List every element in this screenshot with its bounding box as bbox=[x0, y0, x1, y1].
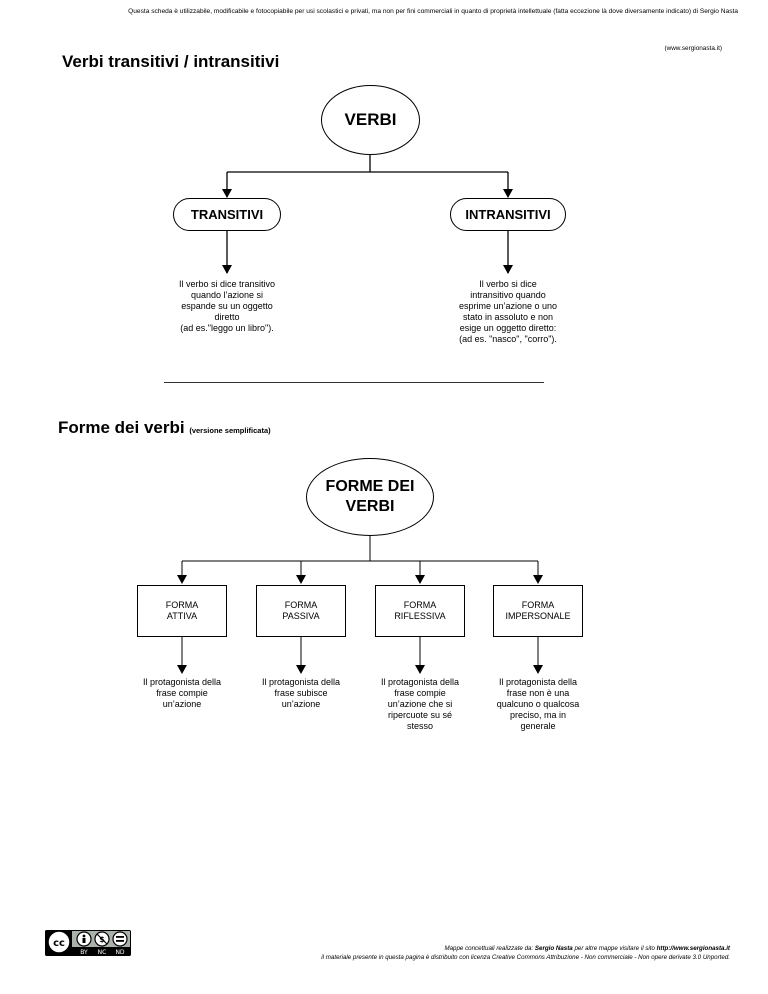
node-transitivi: TRANSITIVI bbox=[173, 198, 281, 231]
node-label-line2: RIFLESSIVA bbox=[394, 611, 446, 621]
desc-forma-impersonale: Il protagonista della frase non è una qu… bbox=[496, 677, 580, 731]
desc-forma-riflessiva: Il protagonista della frase compie un’az… bbox=[380, 677, 460, 731]
section2-title: Forme dei verbi (versione semplificata) bbox=[58, 419, 271, 436]
section-divider bbox=[164, 382, 544, 383]
node-forma-impersonale: FORMA IMPERSONALE bbox=[493, 585, 583, 637]
desc-intransitivi: Il verbo si dice intransitivo quando esp… bbox=[458, 279, 558, 344]
header-website: (www.sergionasta.it) bbox=[664, 45, 722, 52]
root-line-2: VERBI bbox=[345, 498, 395, 515]
nd-label: ND bbox=[115, 949, 124, 956]
cc-icon-label: cc bbox=[53, 938, 65, 949]
by-label: BY bbox=[80, 949, 88, 956]
desc-transitivi: Il verbo si dice transitivo quando l’azi… bbox=[178, 279, 276, 333]
root-line-1: FORME DEI bbox=[325, 478, 415, 495]
section2-subtitle: (versione semplificata) bbox=[189, 426, 271, 435]
cc-icon bbox=[47, 930, 71, 954]
nc-label: NC bbox=[98, 949, 107, 956]
node-label-line2: IMPERSONALE bbox=[505, 611, 571, 621]
node-label-line2: ATTIVA bbox=[166, 611, 198, 621]
node-intransitivi: INTRANSITIVI bbox=[450, 198, 566, 231]
footer-mid: per altre mappe visitare il sito bbox=[572, 945, 657, 952]
desc-forma-attiva: Il protagonista della frase compie un’az… bbox=[142, 677, 222, 709]
cc-badge-graphic: cc $ BY NC ND bbox=[45, 930, 131, 956]
node-forma-riflessiva: FORMA RIFLESSIVA bbox=[375, 585, 465, 637]
copyright-note: Questa scheda è utilizzabile, modificabi… bbox=[128, 8, 738, 15]
node-label-line1: FORMA bbox=[521, 600, 555, 610]
desc-forma-passiva: Il protagonista della frase subisce un’a… bbox=[261, 677, 341, 709]
nd-icon bbox=[112, 931, 128, 947]
section2-title-text: Forme dei verbi bbox=[58, 418, 185, 437]
footer-site-link[interactable]: http://www.sergionasta.it bbox=[656, 945, 730, 952]
node-forma-attiva: FORMA ATTIVA bbox=[137, 585, 227, 637]
root-node-forme-dei-verbi: FORME DEI VERBI bbox=[306, 458, 434, 536]
node-label-line1: FORMA bbox=[403, 600, 437, 610]
footer-credits: Mappe concettuali realizzate da: Sergio … bbox=[444, 945, 730, 952]
node-forma-passiva: FORMA PASSIVA bbox=[256, 585, 346, 637]
node-label-line1: FORMA bbox=[284, 600, 318, 610]
node-label-line1: FORMA bbox=[165, 600, 199, 610]
root-node-verbi: VERBI bbox=[321, 85, 420, 155]
cc-license-badge: cc $ BY NC ND bbox=[45, 930, 131, 956]
section1-title: Verbi transitivi / intransitivi bbox=[62, 52, 280, 71]
footer-author: Sergio Nasta bbox=[534, 945, 573, 952]
footer-prefix: Mappe concettuali realizzate da: bbox=[444, 945, 535, 952]
node-label-line2: PASSIVA bbox=[282, 611, 320, 621]
footer-license-text: il materiale presente in questa pagina è… bbox=[321, 954, 730, 961]
